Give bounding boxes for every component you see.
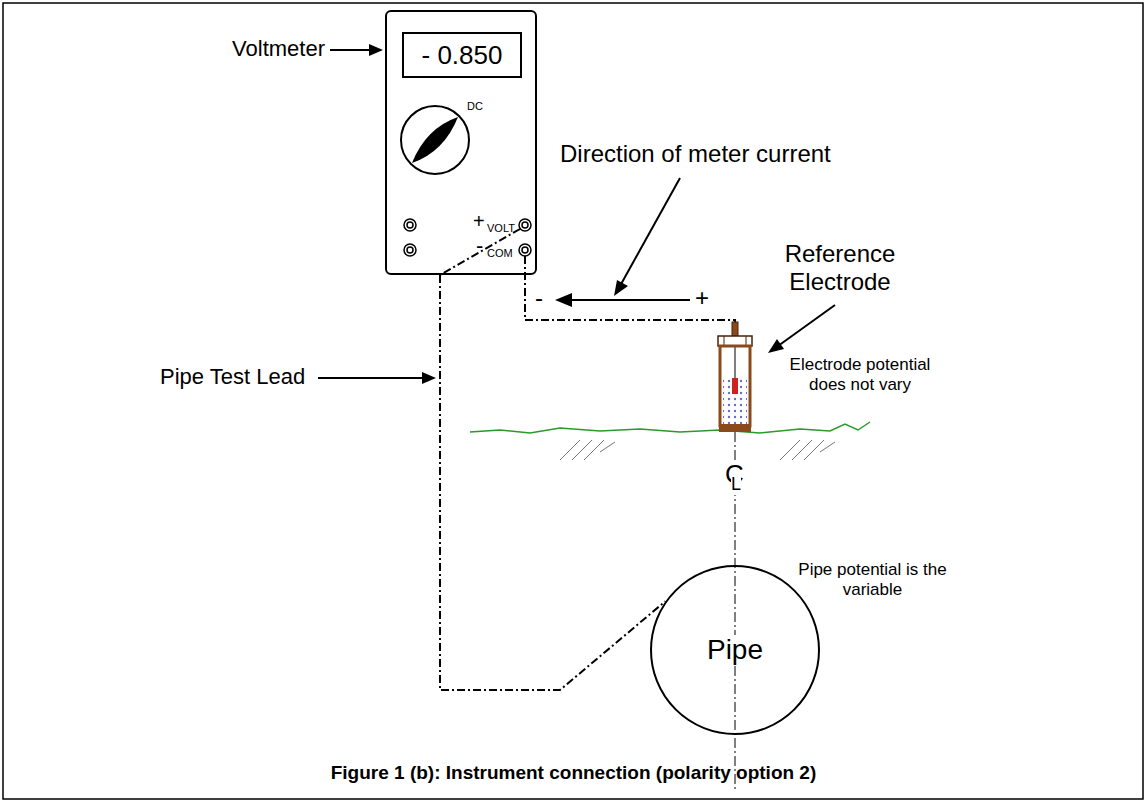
figure-caption: Figure 1 (b): Instrument connection (pol… [0,762,1147,784]
node-text: - 0.850 [419,41,506,70]
node-text: VOLT [487,222,515,234]
reference-electrode [718,322,752,432]
node-text: Pipe [704,635,766,666]
meter-dial [401,106,469,174]
arrow-head [555,293,572,307]
figure-border [3,3,1143,799]
note-label: Electrode potential does not vary [775,355,945,394]
voltmeter-body: DC +VOLT-COM - 0.850 [385,10,537,275]
part-label: Reference Electrode [775,240,905,295]
pipe-lead-inner [440,229,520,275]
leader-line [778,305,835,346]
leader-line [620,178,680,286]
leader-line [318,377,424,379]
current-label: Direction of meter current [560,140,890,168]
node-text: + [473,210,485,232]
part-label: Pipe Test Lead [160,364,312,389]
node-text: - [476,234,483,258]
current-arrow [565,299,690,301]
arrow-head [422,372,436,384]
pipe-test-lead [440,275,665,690]
dial-pointer [412,117,458,163]
polarity-sign: - [535,284,543,312]
node-text: DC [467,100,483,112]
centerline-symbol: L [731,474,741,495]
ground-hatch [560,440,835,460]
ground-surface [470,422,870,433]
leader-line [330,49,372,51]
arrow-head [768,339,784,353]
meter-display: - 0.850 [402,32,522,78]
arrow-head [369,44,383,56]
polarity-sign: + [695,284,709,312]
pipe-circle: Pipe [650,565,820,735]
note-label: Pipe potential is the variable [790,560,955,599]
node-text: COM [487,247,513,259]
arrow-head [614,280,628,296]
part-label: Voltmeter [175,36,325,61]
